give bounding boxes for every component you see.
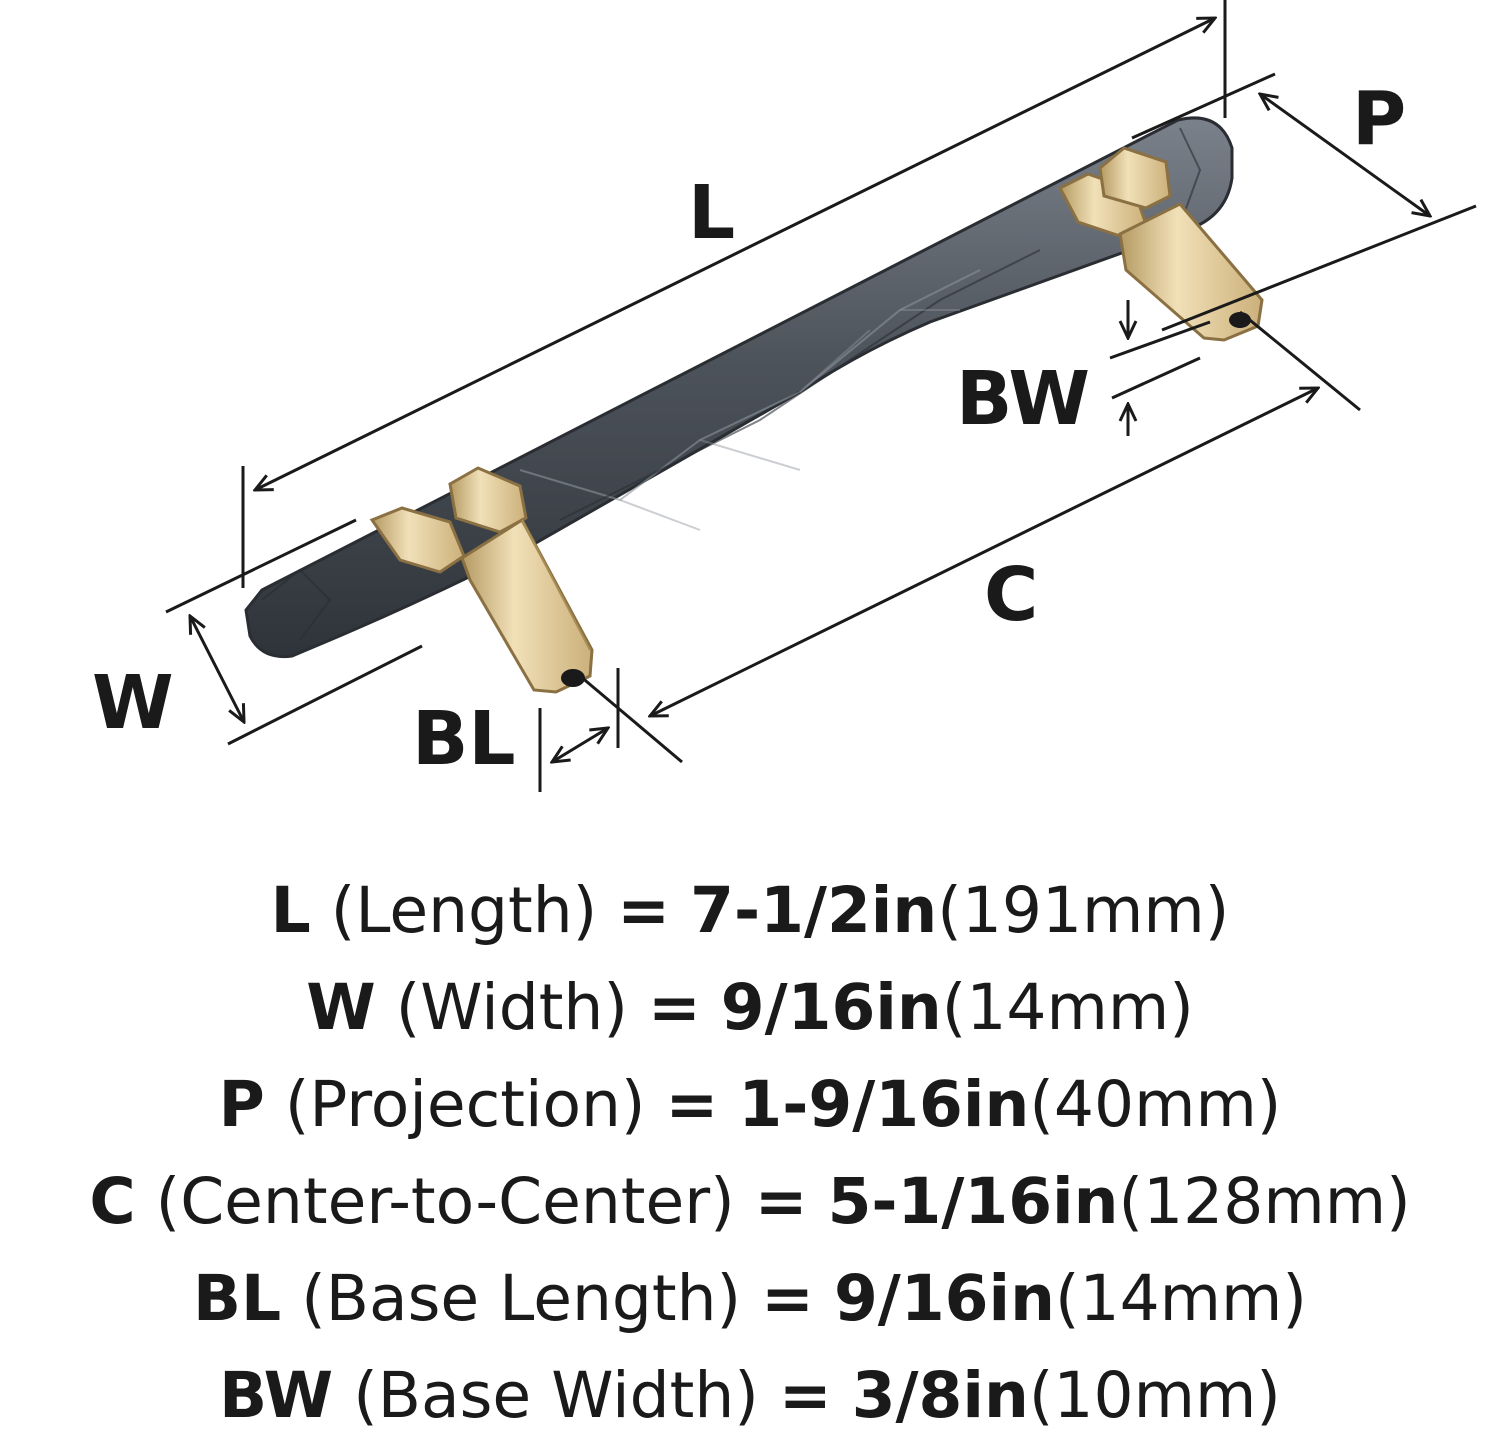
spec-inch-value: 1-9/16in [738, 1068, 1030, 1141]
spec-equals: = [647, 971, 701, 1044]
spec-inch-value: 3/8in [851, 1359, 1029, 1432]
spec-name: (Width) [395, 971, 628, 1044]
label-W: W [92, 660, 174, 746]
spec-equals: = [778, 1359, 832, 1432]
spec-inch-value: 9/16in [720, 971, 942, 1044]
spec-code: P [218, 1068, 265, 1141]
spec-inch-value: 5-1/16in [827, 1165, 1119, 1238]
spec-mm-value: (128mm) [1118, 1165, 1411, 1238]
spec-equals: = [754, 1165, 808, 1238]
spec-equals: = [617, 874, 671, 947]
spec-mm-value: (14mm) [941, 971, 1194, 1044]
spec-row-length: L (Length) = 7-1/2in(191mm) [0, 862, 1500, 959]
specifications-list: L (Length) = 7-1/2in(191mm) W (Width) = … [0, 862, 1500, 1444]
spec-mm-value: (14mm) [1054, 1262, 1307, 1335]
spec-row-width: W (Width) = 9/16in(14mm) [0, 959, 1500, 1056]
spec-name: (Projection) [284, 1068, 646, 1141]
spec-inch-value: 9/16in [833, 1262, 1055, 1335]
spec-code: BL [193, 1262, 282, 1335]
spec-name: (Length) [330, 874, 598, 947]
spec-name: (Base Width) [353, 1359, 759, 1432]
spec-mm-value: (191mm) [937, 874, 1230, 947]
spec-row-base-width: BW (Base Width) = 3/8in(10mm) [0, 1347, 1500, 1444]
spec-row-base-length: BL (Base Length) = 9/16in(14mm) [0, 1250, 1500, 1347]
spec-name: (Base Length) [301, 1262, 742, 1335]
spec-code: W [306, 971, 376, 1044]
spec-inch-value: 7-1/2in [690, 874, 938, 947]
dimension-lines [165, 0, 1477, 792]
spec-code: BW [219, 1359, 334, 1432]
spec-equals: = [761, 1262, 814, 1335]
spec-mm-value: (10mm) [1028, 1359, 1281, 1432]
label-BW: BW [956, 356, 1090, 442]
dimension-diagram: L P BW C W BL [92, 0, 1477, 792]
spec-code: L [270, 874, 311, 947]
spec-equals: = [665, 1068, 719, 1141]
spec-code: C [89, 1165, 136, 1238]
spec-row-projection: P (Projection) = 1-9/16in(40mm) [0, 1056, 1500, 1153]
spec-name: (Center-to-Center) [155, 1165, 735, 1238]
label-C: C [984, 552, 1038, 638]
label-P: P [1352, 76, 1406, 162]
spec-mm-value: (40mm) [1029, 1068, 1282, 1141]
spec-row-center-to-center: C (Center-to-Center) = 5-1/16in(128mm) [0, 1153, 1500, 1250]
label-L: L [688, 170, 735, 256]
label-BL: BL [412, 696, 516, 782]
